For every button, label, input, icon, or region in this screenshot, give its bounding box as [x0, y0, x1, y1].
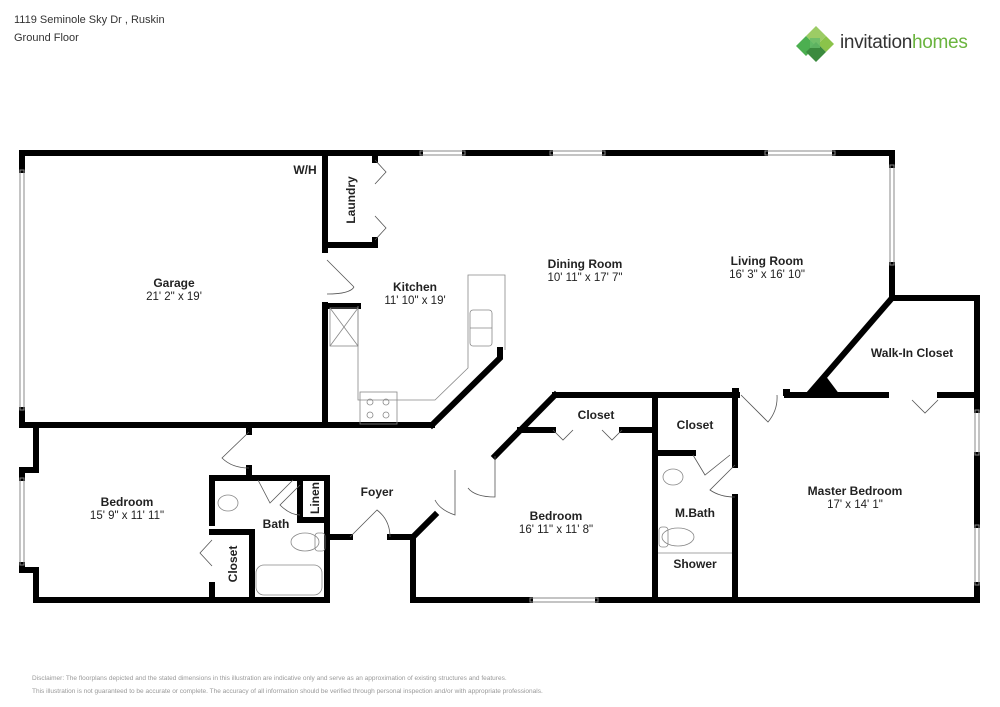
- room-label-walk-in-closet: Walk-In Closet: [870, 346, 954, 360]
- floor-label: Ground Floor: [14, 32, 79, 44]
- logo-wordmark: invitationhomes: [840, 32, 968, 53]
- disclaimer-line-1: Disclaimer: The floorplans depicted and …: [32, 675, 507, 682]
- room-label-linen: Linen: [308, 482, 322, 514]
- invitation-homes-leaf-icon: [796, 26, 834, 62]
- room-label-shower: Shower: [673, 557, 717, 571]
- water-heater-label: W/H: [293, 163, 317, 177]
- invitation-homes-logo: invitationhomes: [796, 24, 976, 64]
- room-label-closet-master: Closet: [676, 418, 714, 432]
- room-label-bath: Bath: [262, 517, 290, 531]
- room-label-foyer: Foyer: [360, 485, 394, 499]
- room-label-closet-bedroom-1: Closet: [226, 545, 240, 583]
- room-label-closet-bedroom-2: Closet: [577, 408, 615, 422]
- disclaimer-line-2: This illustration is not guaranteed to b…: [32, 688, 543, 695]
- room-label-master-bath: M.Bath: [675, 506, 715, 520]
- property-address: 1119 Seminole Sky Dr , Ruskin: [14, 14, 165, 26]
- room-label-laundry: Laundry: [344, 176, 358, 224]
